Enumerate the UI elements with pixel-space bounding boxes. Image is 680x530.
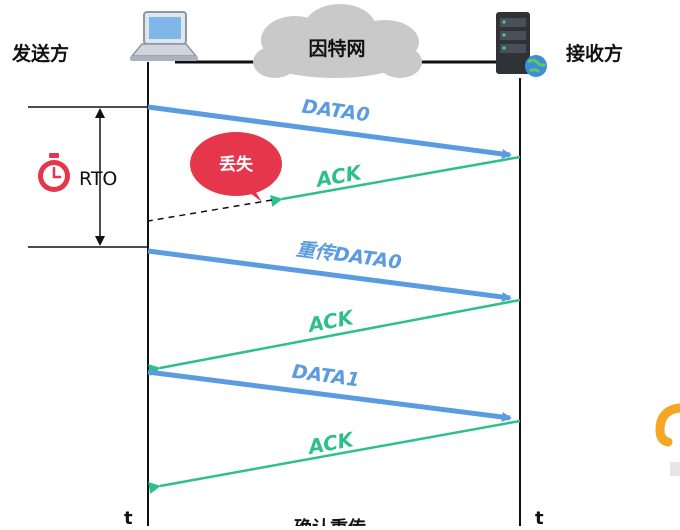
- network-label: 因特网: [308, 38, 365, 60]
- lost-ack-label: ACK: [313, 160, 365, 192]
- ack3-arrow: [148, 419, 521, 494]
- lost-ack-arrow: [270, 155, 521, 207]
- retransmit-label: 重传DATA0: [295, 238, 403, 274]
- loss-bubble: [190, 132, 282, 202]
- ack3-label: ACK: [304, 427, 356, 459]
- rto-span-arrow: [95, 108, 105, 246]
- orange-shape-fragment: [655, 403, 680, 476]
- stopwatch-icon: [38, 153, 70, 192]
- sender-label: 发送方: [11, 42, 69, 65]
- data0-arrow: [147, 104, 512, 159]
- data1-label: DATA1: [291, 361, 361, 392]
- ack2-arrow: [148, 298, 521, 376]
- receiver-label: 接收方: [566, 42, 623, 65]
- lost-ack-dashed-path: [147, 199, 273, 222]
- sender-time-label: t: [124, 508, 133, 526]
- retransmit-arrow: [147, 248, 512, 302]
- bottom-caption: 确认重传: [294, 517, 366, 526]
- laptop-icon: [130, 11, 198, 61]
- data1-arrow: [147, 369, 512, 422]
- rto-label: RTO: [79, 168, 117, 190]
- server-icon: [496, 12, 547, 77]
- data0-label: DATA0: [301, 96, 371, 127]
- cloud-icon: [253, 4, 422, 78]
- receiver-time-label: t: [535, 508, 544, 526]
- loss-label: 丢失: [219, 154, 254, 175]
